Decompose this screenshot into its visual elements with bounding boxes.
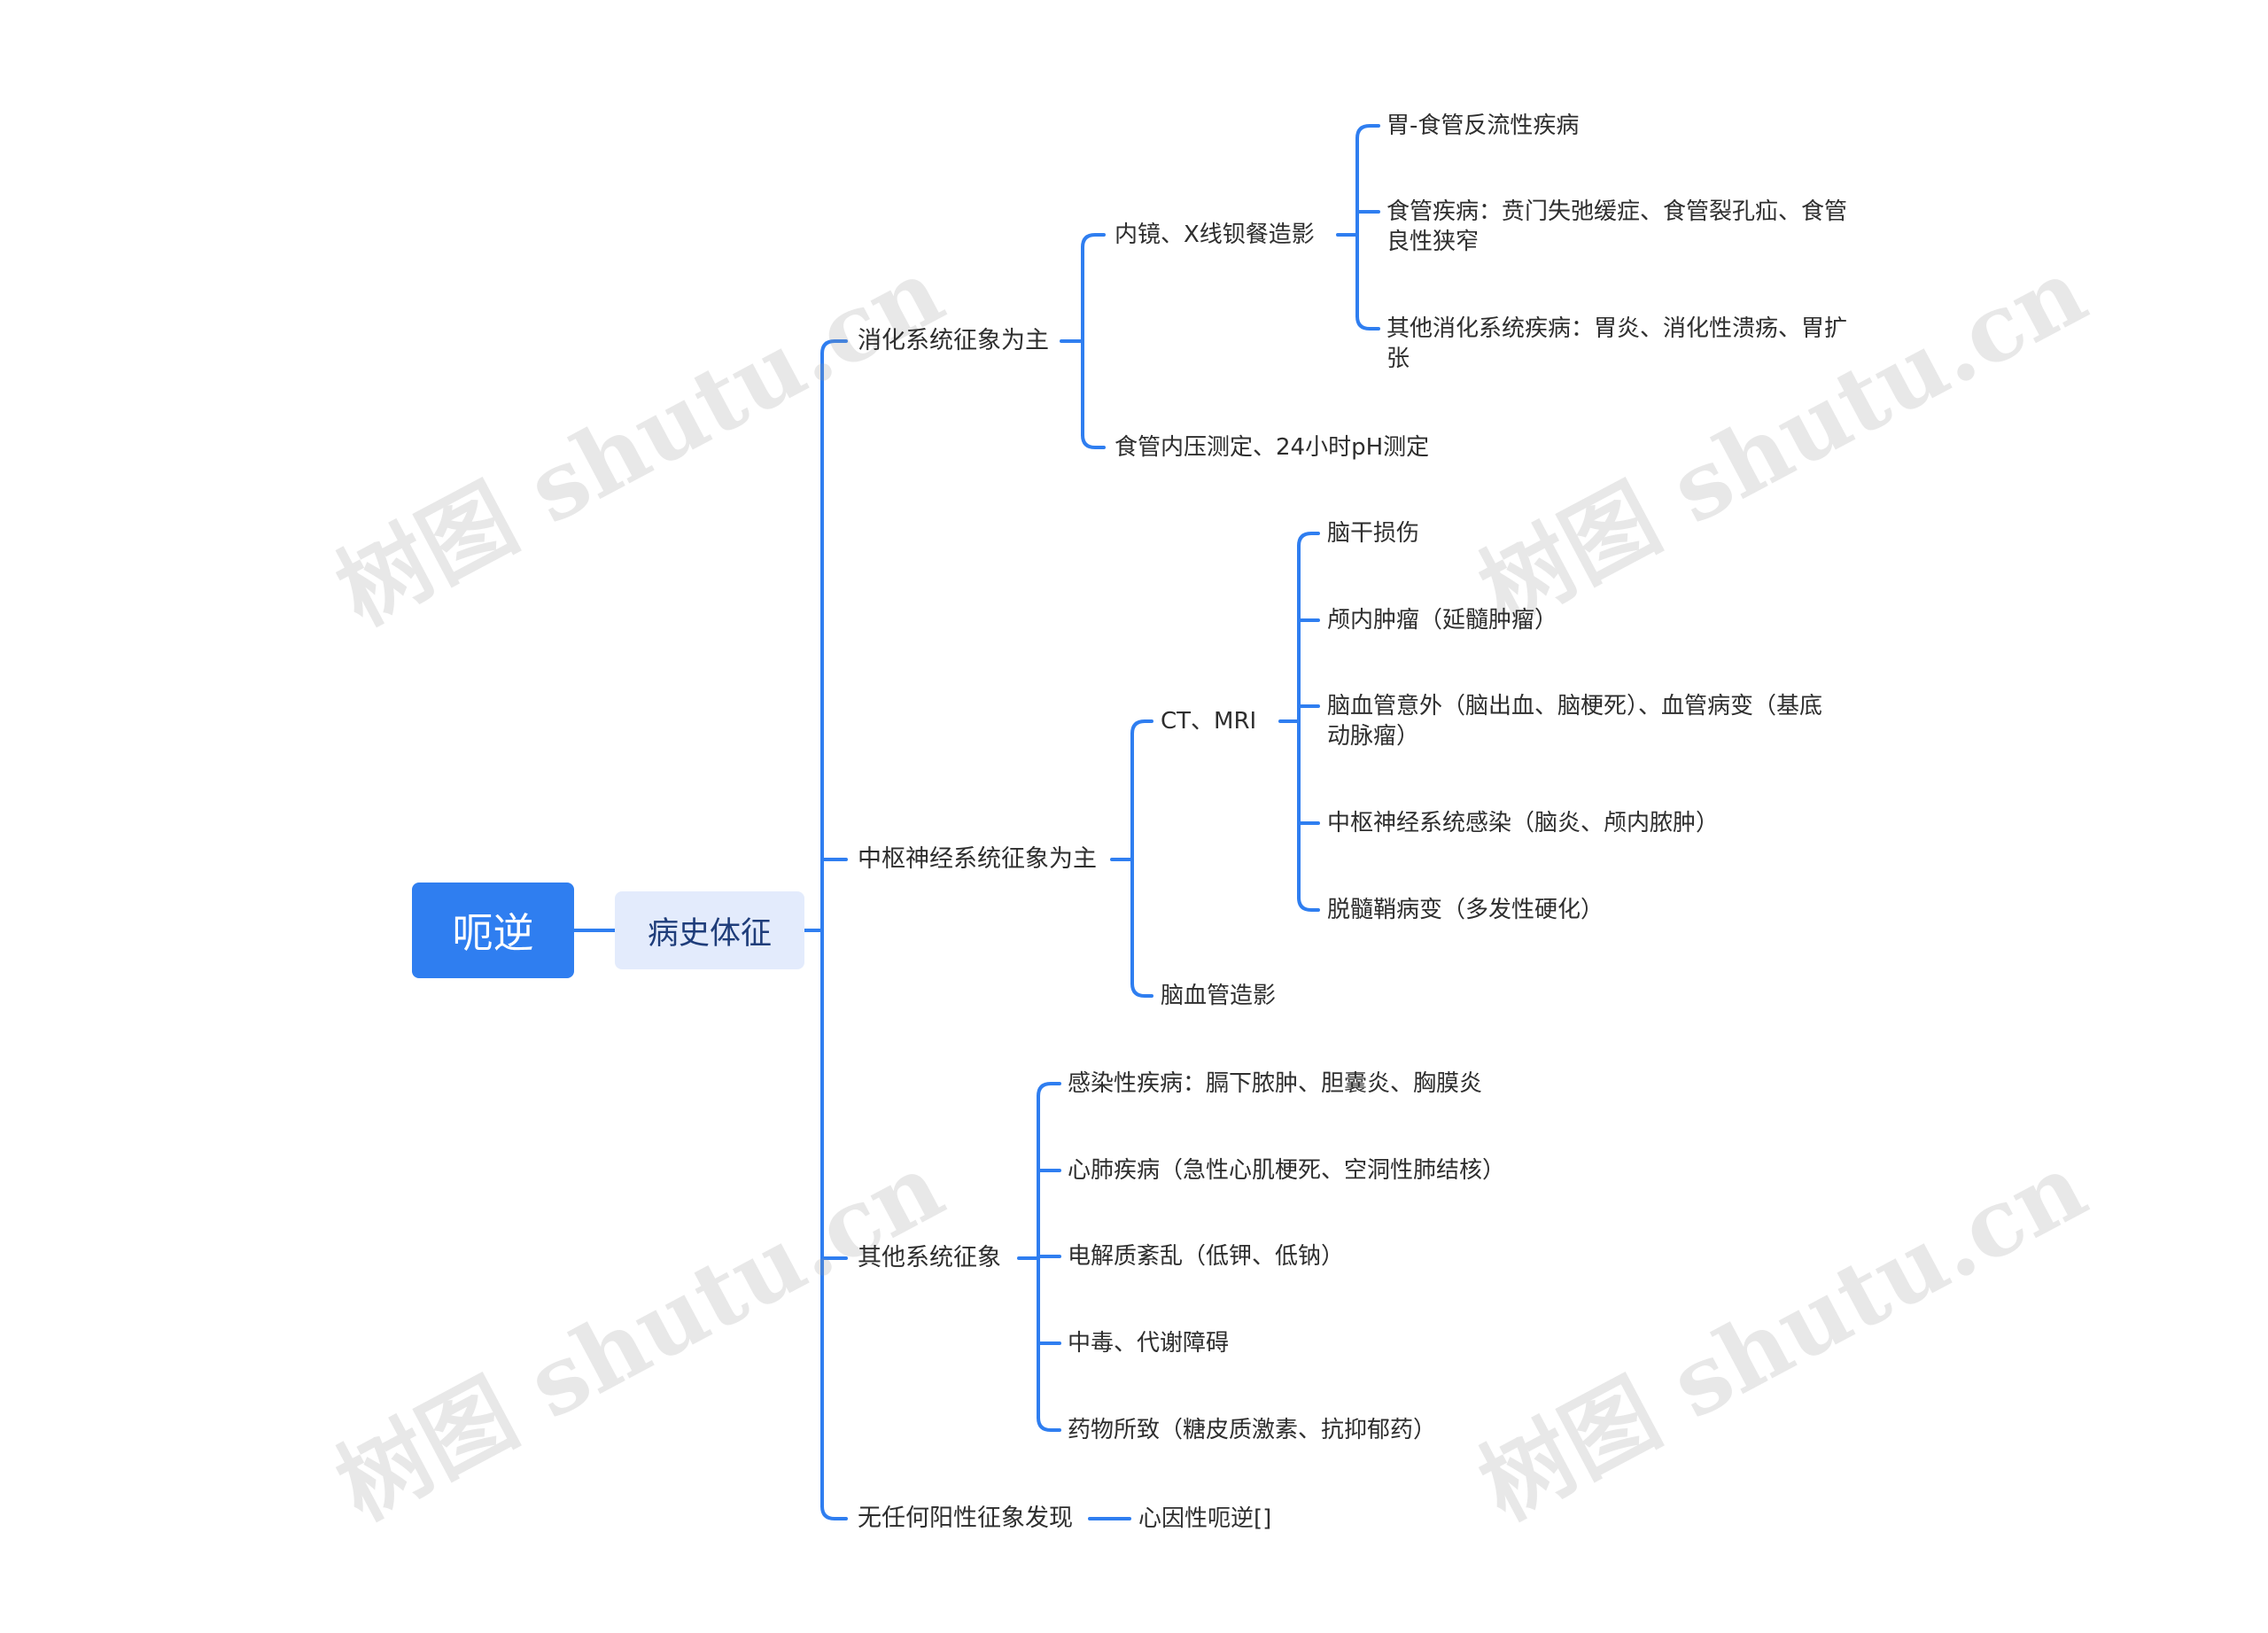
leaf-cerebrovascular[interactable]: 脑血管意外（脑出血、脑梗死）、血管病变（基底动脉瘤）	[1327, 693, 1823, 750]
leaf-psychogenic[interactable]: 心因性呃逆[]	[1138, 1505, 1272, 1532]
leaf-drug[interactable]: 药物所致（糖皮质激素、抗抑郁药）	[1068, 1417, 1437, 1443]
leaf-esophageal[interactable]: 食管疾病：贲门失弛缓症、食管裂孔疝、食管良性狭窄	[1386, 198, 1848, 255]
leaf-other-digestive[interactable]: 其他消化系统疾病：胃炎、消化性溃疡、胃扩张	[1386, 315, 1848, 372]
node-manometry[interactable]: 食管内压测定、24小时pH测定	[1115, 434, 1430, 461]
leaf-gerd[interactable]: 胃-食管反流性疾病	[1386, 113, 1580, 139]
root-node[interactable]: 呃逆	[412, 883, 574, 978]
node-endoscopy[interactable]: 内镜、X线钡餐造影	[1115, 222, 1315, 248]
leaf-poisoning[interactable]: 中毒、代谢障碍	[1068, 1330, 1230, 1357]
leaf-demyelination[interactable]: 脱髓鞘病变（多发性硬化）	[1327, 897, 1604, 923]
leaf-cardiopulmonary[interactable]: 心肺疾病（急性心肌梗死、空洞性肺结核）	[1068, 1157, 1506, 1184]
leaf-intracranial-tumor[interactable]: 颅内肿瘤（延髓肿瘤）	[1327, 607, 1558, 634]
node-ct-mri[interactable]: CT、MRI	[1161, 708, 1257, 735]
branch-digestive[interactable]: 消化系统征象为主	[858, 327, 1049, 354]
branch-cns[interactable]: 中枢神经系统征象为主	[858, 845, 1097, 873]
branch-none[interactable]: 无任何阳性征象发现	[858, 1505, 1073, 1532]
node-angio[interactable]: 脑血管造影	[1161, 983, 1277, 1009]
leaf-infection[interactable]: 感染性疾病：膈下脓肿、胆囊炎、胸膜炎	[1068, 1070, 1483, 1097]
main-topic-node[interactable]: 病史体征	[615, 891, 804, 969]
branch-other[interactable]: 其他系统征象	[858, 1244, 1001, 1271]
leaf-electrolyte[interactable]: 电解质紊乱（低钾、低钠）	[1068, 1243, 1345, 1270]
leaf-brainstem[interactable]: 脑干损伤	[1327, 520, 1420, 547]
leaf-cns-infection[interactable]: 中枢神经系统感染（脑炎、颅内脓肿）	[1327, 810, 1720, 836]
